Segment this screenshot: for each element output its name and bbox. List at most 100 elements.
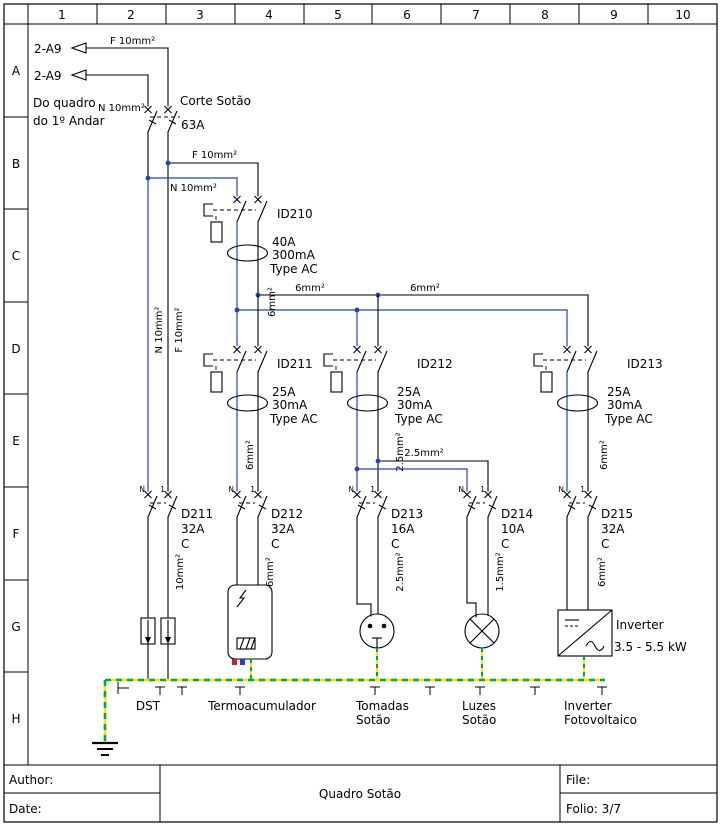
wire-label-neutral-top: N 10mm² [98,103,145,114]
row-label: E [12,434,20,448]
incoming-feeder: 2-A9 2-A9 F 10mm² N 10mm² Do quadro do 1… [33,36,169,128]
col-label: 5 [334,8,342,22]
rcd-name: ID211 [277,357,313,371]
surge-protector-dst [140,516,176,681]
breaker-d214: N 1 D214 10A C 1.5mm² [458,485,533,592]
pole-label-n: N [558,485,564,494]
pole-label-n: N [348,485,354,494]
wire-label-d214-link: 2.5mm² [404,448,443,459]
breaker-rating: 32A [601,522,625,536]
folio-reference-arrow-icon [70,69,87,81]
rcd-id210: ID210 40A 300mA Type AC [203,195,318,311]
rcd-name: ID210 [277,207,313,221]
source-caption-line2: do 1º Andar [33,114,105,128]
file-label: File: [566,773,590,787]
breaker-curve: C [391,537,399,551]
col-label: 6 [403,8,411,22]
differential-toroid-icon [226,244,269,262]
row-label: C [12,249,20,263]
water-heater [227,516,273,680]
breaker-name: D213 [391,507,423,521]
load-label-dst: DST [136,699,161,713]
breaker-name: D212 [271,507,303,521]
row-label: H [11,712,20,726]
wire-label-phase-top: F 10mm² [110,36,155,47]
wire-label-phase-riser: F 10mm² [174,307,185,352]
wire-label-bus-b: 6mm² [410,283,440,294]
rcd-rating: 40A [272,235,296,249]
wire-label-d213-out: 2.5mm² [395,552,406,591]
cold-water-port-icon [240,659,245,665]
breaker-curve: C [601,537,609,551]
load-label-inverter-1: Inverter [564,699,612,713]
wire-label-d215-out: 6mm² [597,557,608,587]
rcd-sensitivity: 300mA [272,248,316,262]
wire-label-id213-out: 6mm² [599,440,610,470]
inverter-device-name: Inverter [616,618,664,632]
wire-label-d214-out: 1.5mm² [495,552,506,591]
wire-label-neutral-riser: N 10mm² [154,307,165,354]
load-label-lights-1: Luzes [462,699,496,713]
heating-flash-icon [236,589,247,608]
folio-label: Folio: 3/7 [566,802,621,816]
water-heater-icon [227,584,273,660]
row-label: A [12,64,21,78]
rcd-id211: ID211 25A 30mA Type AC 6mm² [203,345,318,492]
socket-outlet [356,516,395,680]
earth-connection-marks [155,686,607,695]
wire-label-id212-out: 2.5mm² [395,432,406,471]
breaker-curve: C [271,537,279,551]
title-block: Author: Date: Quadro Sotão File: Folio: … [4,765,717,822]
pole-label-n: N [458,485,464,494]
pole-label-1: 1 [250,485,255,494]
differential-toroid-icon [346,394,389,412]
distribution-wiring-top: F 10mm² N 10mm² N 10mm² F 10mm² [145,131,259,492]
breaker-rating: 32A [271,522,295,536]
rcd-rating: 25A [397,385,421,399]
rcd-id212: ID212 25A 30mA Type AC 2.5mm² [323,345,453,492]
load-label-heater: Termoacumulador [207,699,316,713]
load-label-sockets-2: Sotão [356,713,390,727]
col-label: 3 [196,8,204,22]
main-switch-rating: 63A [181,118,205,132]
col-label: 1 [58,8,66,22]
lamp [464,516,500,680]
breaker-curve: C [181,537,189,551]
breaker-rating: 10A [501,522,525,536]
rcd-rating: 25A [607,385,631,399]
breaker-curve: C [501,537,509,551]
earth-bus [92,678,607,756]
pole-label-1: 1 [480,485,485,494]
pole-label-n: N [139,485,145,494]
ground-icon [92,741,118,756]
test-button-icon [323,353,333,367]
folio-reference-arrow-icon [70,42,87,54]
wire-label-id210-out: 6mm² [267,287,278,317]
load-label-sockets-1: Tomadas [355,699,409,713]
test-button-icon [203,353,213,367]
breaker-rating: 16A [391,522,415,536]
source-caption-line1: Do quadro [33,96,96,110]
rcd-type: Type AC [269,412,318,426]
wire-label-id211-out: 6mm² [245,440,256,470]
rcd-type: Type AC [394,412,443,426]
test-button-icon [533,353,543,367]
differential-toroid-icon [556,394,599,412]
author-label: Author: [9,773,53,787]
rcd-sensitivity: 30mA [607,398,643,412]
date-label: Date: [9,802,42,816]
row-label: D [11,342,20,356]
breaker-name: D211 [181,507,213,521]
inverter-device-power: 3.5 - 5.5 kW [614,640,687,654]
earth-terminal-icon [117,682,129,694]
pole-label-n: N [228,485,234,494]
col-label: 7 [472,8,480,22]
wire-label-d211-out: 10mm² [175,554,186,590]
branch-to-d214: 2.5mm² [354,448,489,492]
pole-label-1: 1 [370,485,375,494]
distribution-buses: 6mm² 6mm² 6mm² [234,283,589,347]
rcd-sensitivity: 30mA [397,398,433,412]
pv-inverter: Inverter 3.5 - 5.5 kW [557,516,687,680]
